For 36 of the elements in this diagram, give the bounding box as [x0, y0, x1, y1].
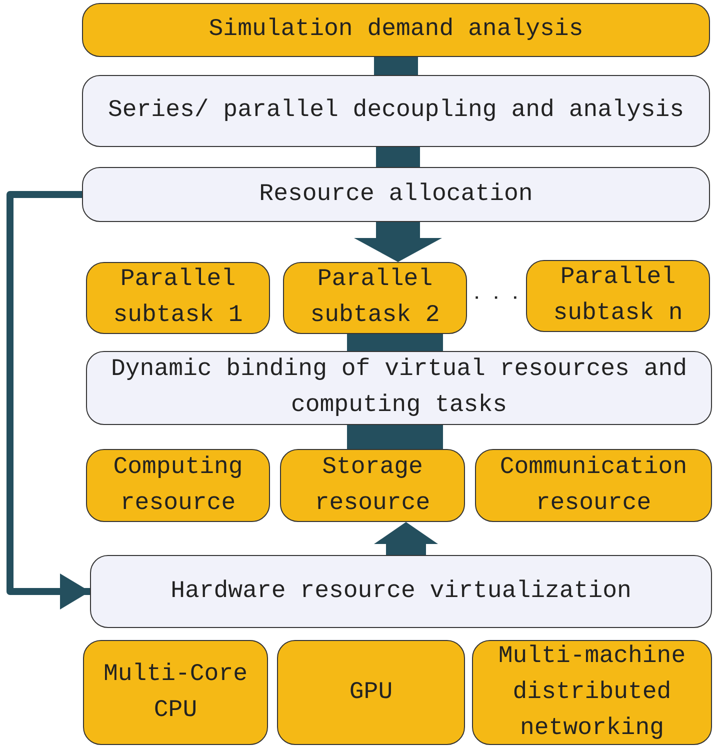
process-box [86, 449, 270, 522]
box-label: Multi-machine distributed networking [497, 642, 687, 744]
process-box [283, 262, 467, 334]
box-label: Communication resource [498, 452, 688, 518]
box-label: Resource allocation [259, 180, 533, 210]
box-label: Multi-Core CPU [102, 660, 249, 726]
process-box [82, 167, 710, 222]
box-label: Hardware resource virtualization [170, 576, 632, 606]
block-arrow [354, 222, 442, 262]
process-box [526, 260, 710, 332]
process-box [90, 555, 712, 628]
process-box [277, 640, 465, 745]
box-label: Parallel subtask 2 [309, 265, 441, 331]
process-box [86, 351, 712, 425]
process-box [83, 640, 268, 745]
ellipsis-mark: · · · [472, 288, 520, 309]
connector-bar [347, 425, 443, 449]
process-box [86, 262, 270, 334]
block-arrow [374, 522, 438, 555]
box-label: GPU [349, 678, 393, 708]
process-box [472, 640, 712, 745]
process-box [475, 449, 712, 522]
connector-bar [374, 57, 418, 75]
box-label: Simulation demand analysis [208, 15, 584, 45]
box-label: Parallel subtask n [552, 263, 684, 329]
box-label: Series/ parallel decoupling and analysis [108, 96, 684, 126]
box-label: Storage resource [314, 452, 432, 518]
process-box [82, 75, 710, 147]
box-label: Computing resource [112, 452, 244, 518]
connector-bar [376, 147, 420, 167]
connector-bar [347, 334, 443, 351]
box-label: Parallel subtask 1 [112, 265, 244, 331]
process-box [280, 449, 465, 522]
arrow [6, 191, 90, 610]
process-box [82, 3, 710, 57]
box-label: Dynamic binding of virtual resources and computing tasks [110, 355, 688, 421]
